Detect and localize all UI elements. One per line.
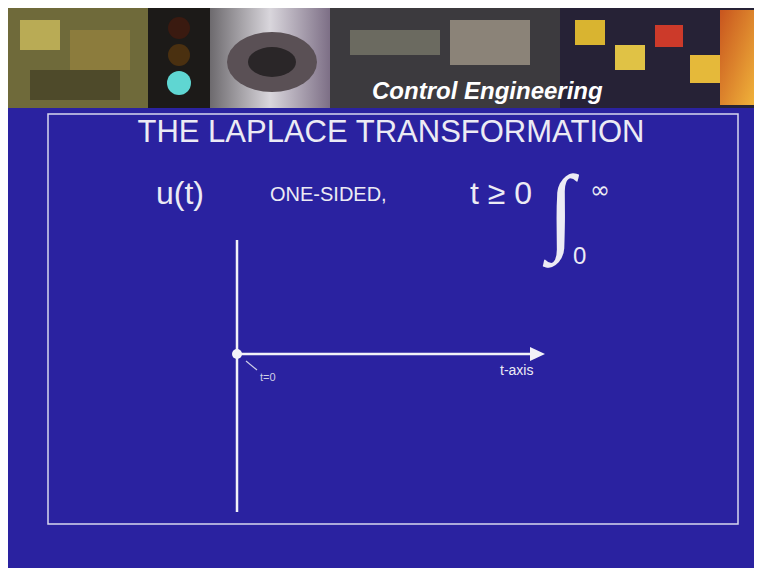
- upper-limit: ∞: [590, 178, 610, 202]
- slide-frame: [48, 114, 738, 524]
- origin-label: t=0: [260, 372, 276, 383]
- note-text: ONE-SIDED,: [270, 184, 387, 204]
- banner-photo: [8, 8, 754, 108]
- slide-ground: [8, 8, 754, 568]
- function-name: u(t): [156, 177, 204, 209]
- banner-title: Control Engineering: [372, 79, 603, 103]
- time-axis: [237, 353, 532, 356]
- axis-label: t-axis: [500, 363, 533, 377]
- origin-dot: [232, 349, 242, 359]
- integral-sign: ∫: [548, 162, 574, 258]
- time-condition: t ≥ 0: [470, 177, 532, 209]
- leader-line: [246, 361, 257, 370]
- arrow-head: [530, 347, 545, 361]
- vertical-axis: [236, 240, 239, 512]
- slide-title: THE LAPLACE TRANSFORMATION: [138, 116, 645, 147]
- lower-limit: 0: [573, 244, 586, 268]
